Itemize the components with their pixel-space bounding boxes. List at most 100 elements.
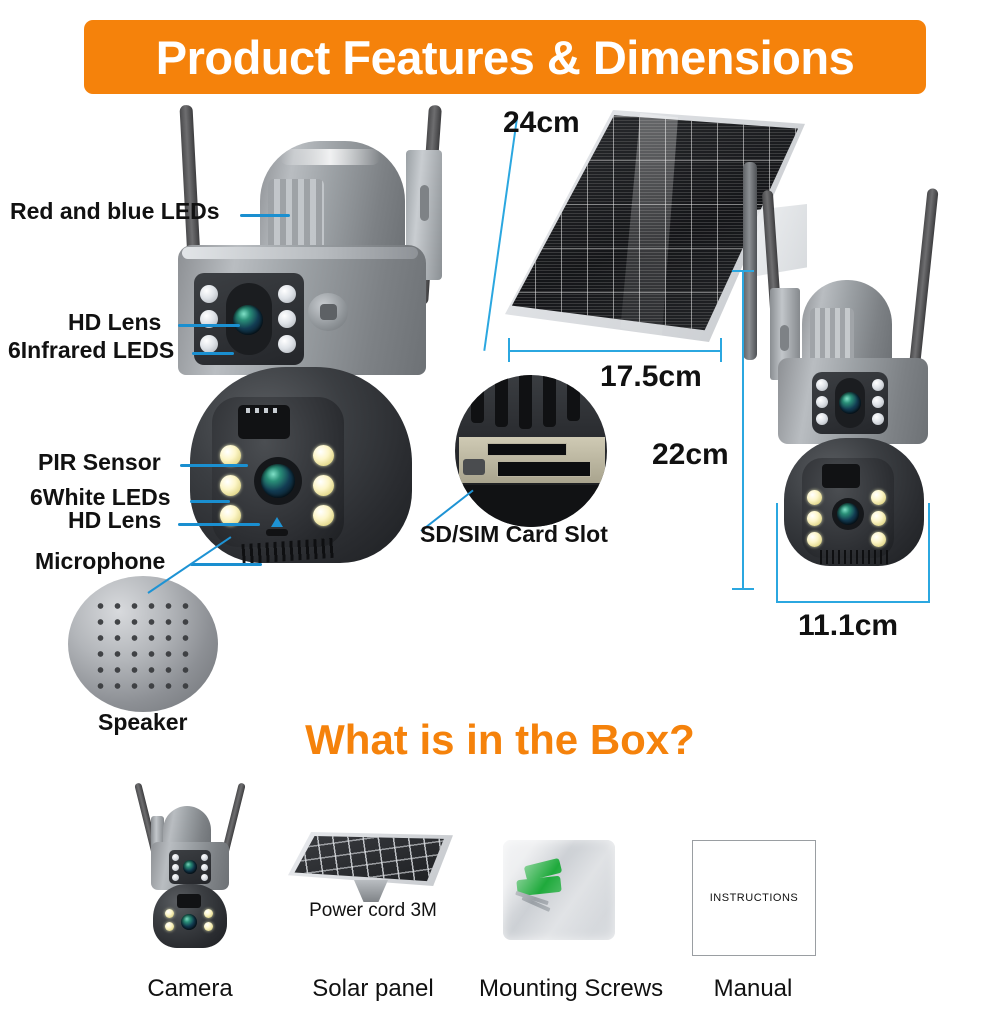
infrared-led-icon	[200, 285, 218, 303]
infrared-led-icon	[816, 396, 828, 408]
infrared-led-icon	[872, 413, 884, 425]
callout-white-leds: 6White LEDs	[30, 485, 171, 509]
infrared-led-icon	[872, 379, 884, 391]
red-blue-led-strip	[810, 308, 854, 364]
antenna-right-icon	[908, 187, 939, 374]
callout-sd-sim-slot: SD/SIM Card Slot	[420, 522, 608, 546]
callout-label: Red and blue LEDs	[10, 198, 220, 224]
callout-pir-sensor: PIR Sensor	[38, 450, 161, 474]
box-item-label-manual: Manual	[713, 975, 793, 1002]
leader-line-infrared-leds	[192, 352, 234, 355]
hd-lens-bottom-icon	[261, 464, 295, 498]
dimension-tick-right-17-5cm	[720, 338, 722, 362]
leader-line-hd-lens-top	[178, 324, 240, 327]
callout-microphone: Microphone	[35, 549, 165, 573]
box-item-label-mounting-screws: Mounting Screws	[479, 975, 664, 1002]
box-item-camera	[125, 778, 255, 948]
callout-red-blue-leds: Red and blue LEDs	[10, 199, 220, 223]
white-led-icon	[871, 490, 886, 505]
box-item-label-solar-panel: Solar panel	[312, 975, 434, 1002]
infrared-led-icon	[172, 864, 179, 871]
hd-lens-bottom-icon	[837, 503, 859, 525]
sim-card-slot-icon	[487, 443, 567, 456]
leader-line-red-blue-leds	[240, 214, 290, 217]
dimension-line-22cm	[742, 270, 744, 590]
white-led-icon	[220, 445, 241, 466]
speaker-hole-grid	[92, 598, 196, 694]
sd-sim-slot-inset	[455, 375, 607, 527]
box-item-sub-power-cord: Power cord 3M	[309, 900, 437, 921]
white-led-icon	[220, 505, 241, 526]
solar-panel-illustration	[505, 110, 835, 360]
pir-sensor-icon	[822, 464, 860, 488]
infrared-led-icon	[172, 854, 179, 861]
dimension-line-11-1cm	[776, 601, 930, 603]
callout-infrared-leds: 6Infrared LEDS	[8, 338, 174, 362]
solar-panel-pole	[743, 162, 757, 360]
infrared-led-icon	[200, 310, 218, 328]
callout-hd-lens-bottom: HD Lens	[68, 508, 161, 532]
white-led-icon	[313, 445, 334, 466]
white-led-icon	[807, 511, 822, 526]
dimension-label-11-1cm: 11.1cm	[798, 609, 899, 642]
white-led-icon	[204, 922, 213, 931]
leader-line-pir-sensor	[180, 464, 248, 467]
white-led-icon	[313, 475, 334, 496]
hd-lens-bottom-icon	[181, 914, 197, 930]
pir-sensor-icon	[177, 894, 201, 908]
page-title-banner: Product Features & Dimensions	[84, 20, 926, 94]
white-led-icon	[807, 532, 822, 547]
infrared-led-icon	[278, 335, 296, 353]
solar-panel-cells	[294, 835, 444, 882]
status-indicator	[271, 517, 283, 527]
white-led-icon	[220, 475, 241, 496]
infrared-led-icon	[200, 335, 218, 353]
infrared-led-icon	[816, 379, 828, 391]
callout-label: PIR Sensor	[38, 449, 161, 475]
dimension-tick-right-11-1cm	[928, 503, 930, 603]
white-led-icon	[165, 922, 174, 931]
box-item-manual: INSTRUCTIONS	[692, 840, 816, 956]
head-top-bevel	[182, 247, 418, 259]
dimension-tick-left-11-1cm	[776, 503, 778, 603]
hd-lens-top-icon	[183, 860, 197, 874]
box-item-solar-panel	[288, 832, 458, 912]
box-contents-title: What is in the Box?	[305, 716, 695, 763]
cylinder-highlight	[280, 149, 380, 165]
pir-sensor-dots	[246, 408, 280, 413]
right-camera-illustration	[740, 180, 980, 600]
infrared-led-icon	[816, 413, 828, 425]
bag-sheen	[503, 840, 615, 940]
callout-label: HD Lens	[68, 309, 162, 335]
leader-line-white-leds	[190, 500, 230, 503]
infrared-led-icon	[172, 874, 179, 881]
manual-card-text: INSTRUCTIONS	[709, 892, 799, 904]
solar-panel-bracket	[354, 880, 388, 902]
white-led-icon	[871, 511, 886, 526]
sd-card-slot-icon	[497, 461, 591, 477]
box-item-label-camera: Camera	[147, 975, 233, 1002]
callout-label: SD/SIM Card Slot	[420, 521, 608, 547]
callout-label: 6White LEDs	[30, 484, 171, 510]
dimension-line-17-5cm	[508, 350, 722, 352]
white-led-icon	[313, 505, 334, 526]
infrared-led-icon	[872, 396, 884, 408]
dimension-tick-top-22cm	[732, 270, 754, 272]
callout-label: 6Infrared LEDS	[8, 337, 175, 363]
infrared-led-icon	[201, 864, 208, 871]
dimension-label-17-5cm: 17.5cm	[600, 360, 702, 393]
infrared-led-icon	[278, 310, 296, 328]
dimension-label-24cm: 24cm	[503, 106, 580, 139]
white-led-icon	[165, 909, 174, 918]
leader-line-hd-lens-bottom	[178, 523, 260, 526]
hd-lens-top-icon	[839, 392, 861, 414]
main-camera-illustration	[150, 104, 490, 605]
dimension-label-22cm: 22cm	[652, 438, 729, 471]
white-led-icon	[204, 909, 213, 918]
leader-line-microphone	[190, 563, 262, 566]
infrared-led-icon	[201, 854, 208, 861]
callout-speaker: Speaker	[98, 710, 188, 734]
dimension-tick-left-17-5cm	[508, 338, 510, 362]
bracket-slot	[780, 325, 789, 351]
dimension-tick-bottom-22cm	[732, 588, 754, 590]
